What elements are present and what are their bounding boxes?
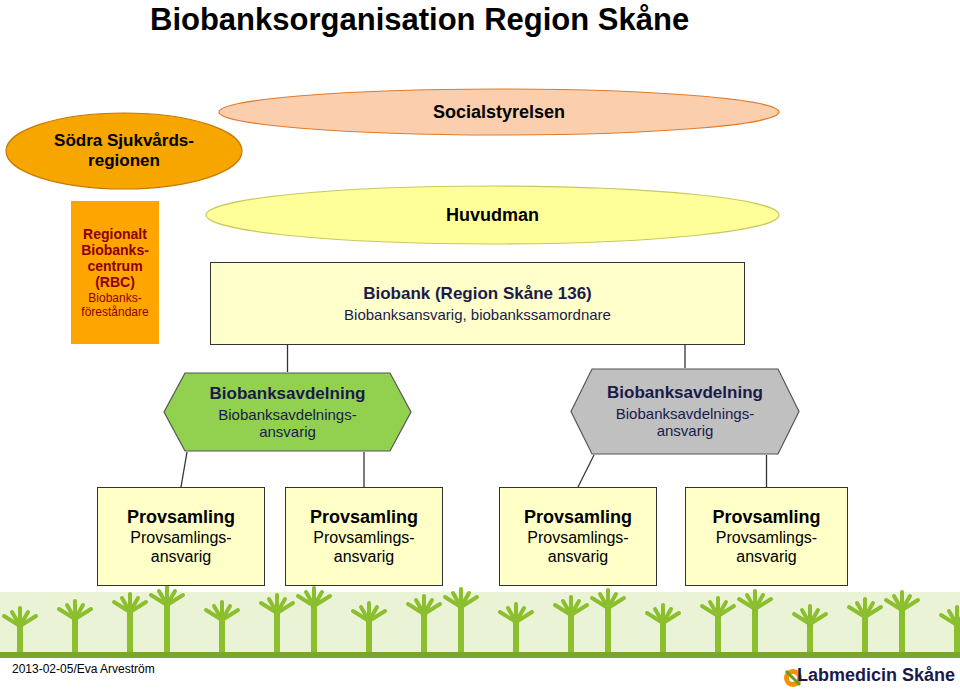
node-heading: Provsamling (692, 507, 841, 528)
plant-band (0, 592, 960, 658)
shape-outline (206, 186, 779, 244)
node-body: Provsamlings- ansvarig (506, 529, 650, 566)
node-body: Provsamlings- ansvarig (692, 529, 841, 566)
connector-line (684, 345, 685, 368)
shape-outline (6, 113, 242, 189)
node-content: Biobank (Region Skåne 136) Biobanksansvar… (344, 284, 611, 323)
footer-note: 2013-02-05/Eva Arveström (12, 662, 155, 676)
node-content: Södra Sjukvårds- regionen (39, 131, 209, 170)
biobank-box: Biobank (Region Skåne 136) Biobanksansvar… (210, 262, 745, 345)
node-heading: Huvudman (446, 205, 539, 226)
node-heading: Biobank (Region Skåne 136) (344, 284, 611, 304)
node-heading: Biobanksavdelning (193, 384, 382, 404)
collection-box: ProvsamlingProvsamlings- ansvarig (499, 487, 657, 586)
node-body: Biobanksavdelnings- ansvarig (193, 406, 382, 441)
page-title: Biobanksorganisation Region Skåne (150, 2, 689, 38)
node-heading: Provsamling (506, 507, 650, 528)
connector-line (766, 455, 767, 487)
node-content: ProvsamlingProvsamlings- ansvarig (292, 507, 436, 566)
connector-line (363, 452, 364, 487)
node-content: BiobanksavdelningBiobanksavdelnings- ans… (600, 383, 770, 439)
shape-outline (571, 369, 799, 454)
node-content: ProvsamlingProvsamlings- ansvarig (104, 507, 258, 566)
node-heading: Regionalt Biobanks- centrum (RBC) (75, 226, 155, 290)
connector-line (181, 452, 187, 487)
authority-ellipse: Socialstyrelsen (218, 88, 780, 136)
connector-line (287, 345, 288, 372)
node-content: ProvsamlingProvsamlings- ansvarig (506, 507, 650, 566)
center-box: Regionalt Biobanks- centrum (RBC)Biobank… (70, 200, 160, 345)
node-body: Provsamlings- ansvarig (292, 529, 436, 566)
organization-logo-text: Labmedicin Skåne (797, 665, 955, 686)
node-content: ProvsamlingProvsamlings- ansvarig (692, 507, 841, 566)
collection-box: ProvsamlingProvsamlings- ansvarig (97, 487, 265, 586)
department-hexagon: BiobanksavdelningBiobanksavdelnings- ans… (570, 368, 800, 455)
department-hexagon: BiobanksavdelningBiobanksavdelnings- ans… (163, 372, 412, 452)
plant-figures (4, 587, 960, 652)
shape-outline (219, 89, 779, 135)
node-heading: Provsamling (292, 507, 436, 528)
principal-ellipse: Huvudman (205, 185, 780, 245)
node-heading: Södra Sjukvårds- regionen (39, 131, 209, 170)
collection-box: ProvsamlingProvsamlings- ansvarig (285, 487, 443, 586)
node-content: Socialstyrelsen (433, 102, 565, 123)
node-body: Biobanksansvarig, biobankssamordnare (344, 306, 611, 323)
node-content: BiobanksavdelningBiobanksavdelnings- ans… (193, 384, 382, 440)
shape-outline (164, 373, 411, 451)
node-heading: Socialstyrelsen (433, 102, 565, 123)
node-heading: Provsamling (104, 507, 258, 528)
node-content: Huvudman (446, 205, 539, 226)
connector-line (578, 455, 594, 487)
node-content: Regionalt Biobanks- centrum (RBC)Biobank… (75, 226, 155, 320)
collection-box: ProvsamlingProvsamlings- ansvarig (685, 487, 848, 586)
node-body: Biobanksavdelnings- ansvarig (600, 405, 770, 440)
ground-strip (0, 652, 960, 658)
node-body: Biobanks- föreståndare (75, 292, 155, 320)
region-ellipse: Södra Sjukvårds- regionen (5, 112, 243, 190)
node-heading: Biobanksavdelning (600, 383, 770, 403)
node-body: Provsamlings- ansvarig (104, 529, 258, 566)
